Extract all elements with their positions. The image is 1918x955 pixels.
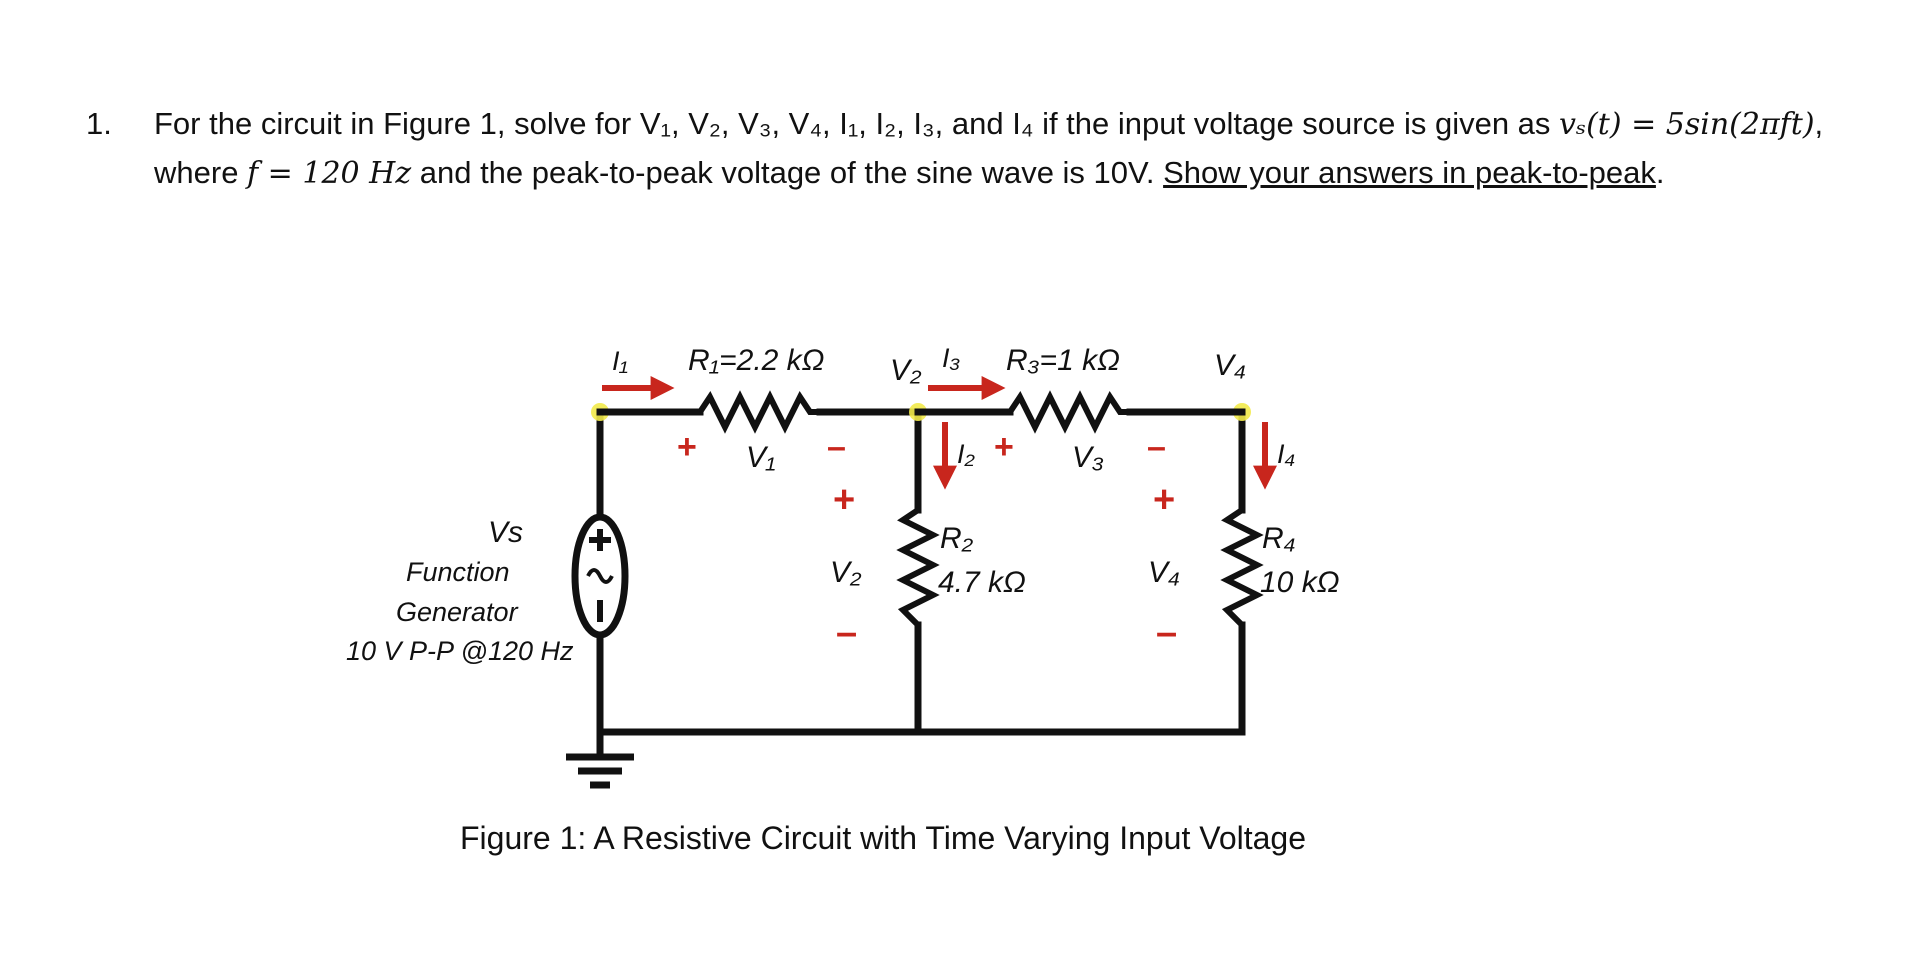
v4-label: V₄ (1148, 556, 1180, 589)
v4-node-label: V₄ (1214, 349, 1246, 382)
i1-label: I₁ (612, 346, 628, 376)
source-line3-label: 10 V P-P @120 Hz (346, 636, 574, 666)
source-vs-label: Vs (488, 516, 523, 549)
function-generator-icon (571, 513, 629, 639)
r3-label: R₃=1 kΩ (1006, 345, 1120, 377)
problem-number: 1. (86, 106, 112, 141)
problem-suffix: and the peak-to-peak voltage of the sine… (411, 155, 1164, 190)
r1-label: R₁=2.2 kΩ (688, 345, 825, 377)
v4-plus: + (1153, 479, 1175, 521)
v3-label: V₃ (1072, 441, 1104, 474)
v3-minus: – (1147, 428, 1166, 466)
problem-mid: , where (154, 106, 1824, 190)
problem-text: For the circuit in Figure 1, solve for V… (154, 100, 1904, 198)
v2-label: V₂ (830, 556, 862, 589)
i3-label: I₃ (942, 345, 961, 373)
underlined-instruction: Show your answers in peak-to-peak (1163, 155, 1656, 190)
v1-minus: – (827, 428, 846, 466)
ground-icon (566, 753, 634, 789)
r1-resistor (697, 390, 820, 434)
figure-caption: Figure 1: A Resistive Circuit with Time … (460, 820, 1307, 856)
r2-resistor (896, 507, 940, 628)
r4-resistor (1220, 507, 1264, 628)
v2-minus: – (836, 612, 857, 654)
i2-label: I₂ (957, 439, 976, 469)
circuit-wires (596, 408, 1246, 761)
problem-end: . (1655, 155, 1665, 190)
v3-plus: + (994, 428, 1014, 466)
v2-plus: + (833, 479, 855, 521)
i4-label: I₄ (1277, 439, 1295, 469)
v4-minus: – (1156, 612, 1177, 654)
source-expression: vₛ(t) = 5sin(2πft) (1559, 107, 1815, 142)
r2-name-label: R₂ (940, 522, 974, 555)
r4-name-label: R₄ (1262, 522, 1296, 555)
frequency-expression: f = 120 Hz (247, 156, 412, 191)
v1-label: V₁ (746, 441, 775, 474)
v1-plus: + (677, 428, 697, 466)
source-line2-label: Generator (396, 597, 519, 627)
circuit-diagram: I₁ R₁=2.2 kΩ V₂ I₃ R₃=1 kΩ V₄ + V₁ – I₂ … (346, 345, 1340, 789)
v2-node-label: V₂ (890, 354, 922, 387)
r3-resistor (1007, 390, 1130, 434)
r2-value-label: 4.7 kΩ (938, 566, 1026, 599)
problem-prefix: For the circuit in Figure 1, solve for V… (154, 106, 1560, 141)
source-line1-label: Function (406, 557, 510, 587)
r4-value-label: 10 kΩ (1260, 566, 1340, 599)
